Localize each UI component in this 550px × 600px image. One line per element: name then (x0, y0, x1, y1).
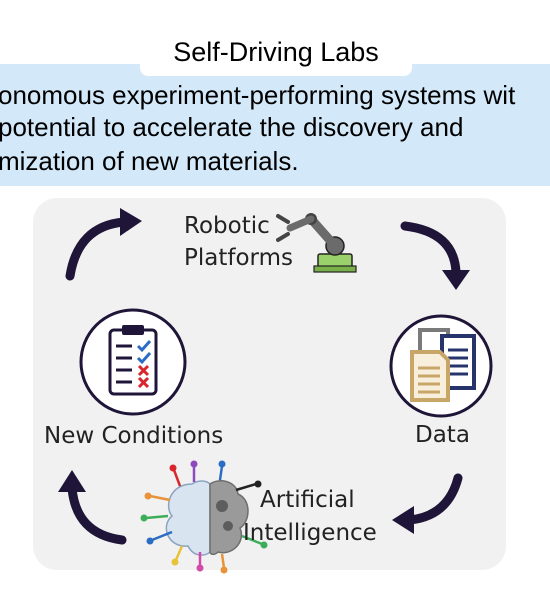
checklist-icon (79, 308, 187, 416)
arrow-bottom-right (392, 473, 463, 534)
robot-arm-icon (276, 213, 357, 273)
diagram-title: Self-Driving Labs (140, 28, 412, 76)
documents-icon (389, 314, 493, 418)
ai-brain-icon (140, 460, 268, 574)
description-banner: onomous experiment-performing systems wi… (0, 64, 550, 186)
robotic-platforms-label-line1: Robotic (184, 213, 270, 239)
banner-line-1: onomous experiment-performing systems wi… (0, 80, 516, 110)
ai-label-line2: Intelligence (243, 520, 377, 546)
arrow-top-right (400, 221, 470, 290)
arrow-top-left (65, 208, 142, 281)
banner-line-2: potential to accelerate the discovery an… (0, 112, 464, 142)
robotic-platforms-label-line2: Platforms (184, 245, 293, 271)
arrow-bottom-left (58, 470, 127, 545)
ai-label-line1: Artificial (260, 487, 355, 513)
new-conditions-label: New Conditions (44, 423, 224, 449)
data-label: Data (415, 422, 470, 448)
banner-line-3: mization of new materials. (0, 146, 299, 176)
